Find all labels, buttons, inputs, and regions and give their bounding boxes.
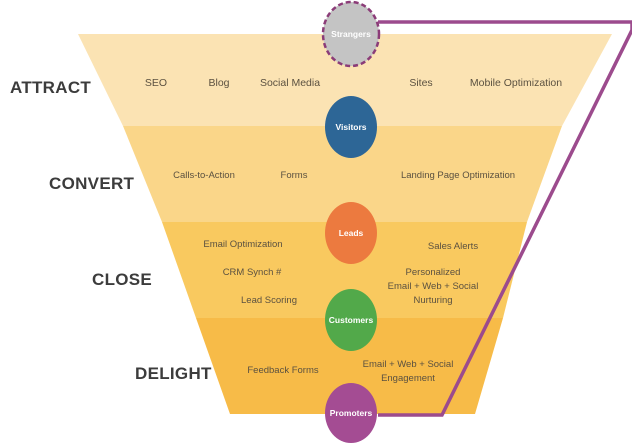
circle-strangers-shape: [321, 0, 381, 68]
circle-leads: Leads: [325, 202, 377, 264]
delight-item-engagement-line-1: Email + Web + Social: [363, 359, 454, 370]
circle-visitors: Visitors: [325, 96, 377, 158]
close-item-personalized-line-3: Nurturing: [413, 295, 452, 306]
circle-leads-shape: [325, 202, 377, 264]
close-item-personalized-line-2: Email + Web + Social: [388, 281, 479, 292]
stage-label-close: CLOSE: [92, 270, 152, 289]
close-item-lead-scoring: Lead Scoring: [241, 295, 297, 306]
circle-visitors-shape: [325, 96, 377, 158]
attract-item-blog: Blog: [208, 77, 229, 89]
circle-customers-label: Customers: [329, 315, 374, 325]
circle-customers-shape: [325, 289, 377, 351]
band-close: [162, 222, 527, 318]
convert-item-calls-to-action: Calls-to-Action: [173, 170, 235, 181]
circle-strangers-label: Strangers: [331, 29, 371, 39]
stage-label-delight: DELIGHT: [135, 364, 212, 383]
circle-strangers: Strangers: [321, 0, 381, 68]
band-convert: [123, 126, 562, 222]
close-item-sales-alerts: Sales Alerts: [428, 241, 478, 252]
convert-item-forms: Forms: [281, 170, 308, 181]
circle-promoters: Promoters: [325, 383, 377, 443]
convert-item-landing-page-optimization: Landing Page Optimization: [401, 170, 515, 181]
band-delight: [196, 318, 503, 414]
band-attract: [78, 34, 612, 126]
stage-label-attract: ATTRACT: [10, 78, 91, 97]
circle-promoters-shape: [325, 383, 377, 443]
circle-visitors-label: Visitors: [335, 122, 366, 132]
delight-item-feedback-forms: Feedback Forms: [247, 365, 319, 376]
close-item-email-optimization: Email Optimization: [203, 239, 282, 250]
attract-item-social-media: Social Media: [260, 77, 320, 89]
loop-line: [378, 20, 632, 417]
circle-promoters-label: Promoters: [330, 408, 373, 418]
close-item-crm-synch: CRM Synch #: [223, 267, 282, 278]
delight-item-engagement-line-2: Engagement: [381, 373, 435, 384]
stage-label-convert: CONVERT: [49, 174, 135, 193]
attract-item-sites: Sites: [409, 77, 432, 89]
close-item-personalized-line-1: Personalized: [406, 267, 461, 278]
attract-item-mobile-optimization: Mobile Optimization: [470, 77, 562, 89]
attract-item-seo: SEO: [145, 77, 167, 89]
circle-leads-label: Leads: [339, 228, 364, 238]
circle-customers: Customers: [325, 289, 377, 351]
